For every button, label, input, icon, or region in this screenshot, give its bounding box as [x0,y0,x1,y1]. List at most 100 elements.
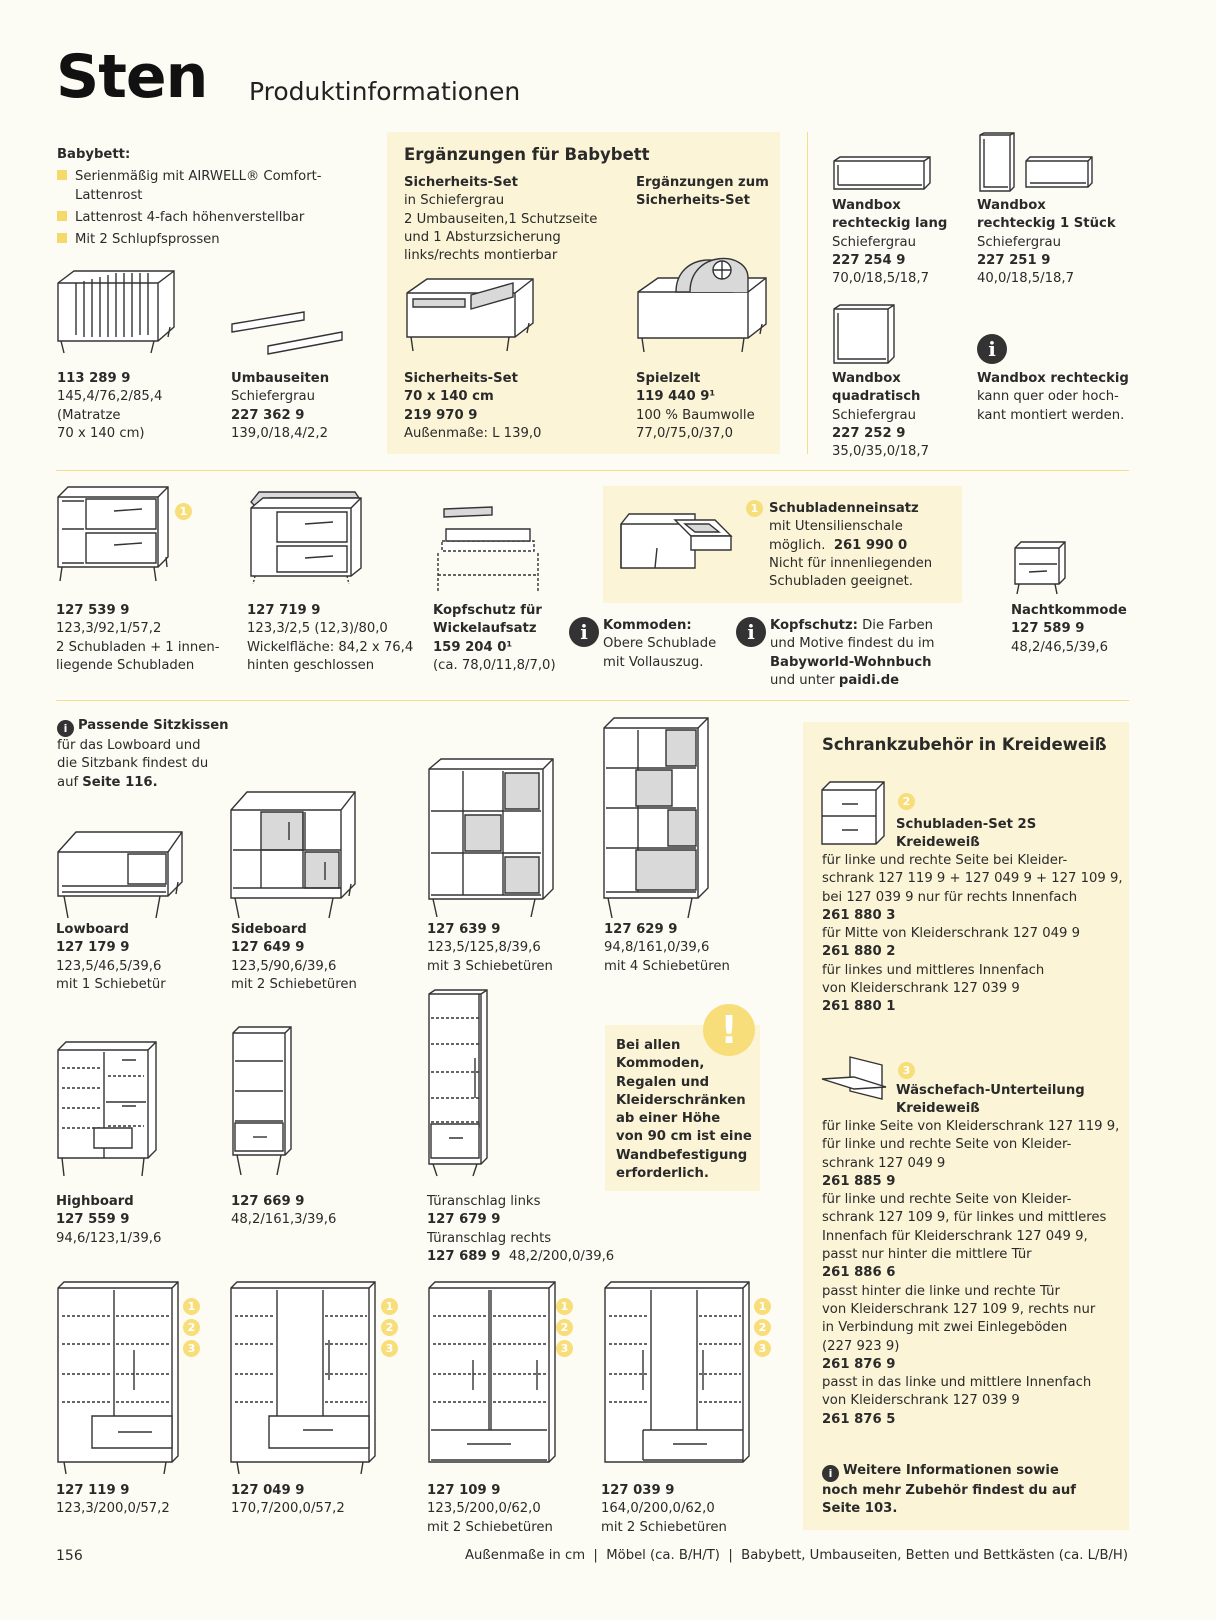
info-icon: i [57,720,74,737]
wandbox-note: Wandbox rechteckig kann quer oder hoch- … [977,371,1129,423]
bullet-icon [57,233,67,244]
regal-3-info: 127 639 9 123,5/125,8/39,6 mit 3 Schiebe… [427,922,553,974]
crib-info: 113 289 9 145,4/76,2/85,4 (Matratze 70 x… [57,371,163,441]
schiebetuerenschrank-3-info: 127 039 9 164,0/200,0/62,0 mit 2 Schiebe… [601,1483,727,1535]
accessory-number-1: 1 [754,1298,771,1315]
kopfschutz-info: Kopfschutz für Wickelaufsatz 159 204 0¹ … [433,603,556,673]
lowboard-illustration [57,831,183,919]
warning-icon: ! [703,1004,755,1056]
detail-line: für linkes und mittleres Innenfach [822,962,1045,978]
wandbox-square-illustration [833,304,895,364]
article-number: 261 886 6 [822,1265,896,1281]
kopfschutz-note: Kopfschutz: Die Farben und Motive findes… [770,618,935,688]
accessory-number-1: 1 [746,500,763,517]
page-title: Sten [56,42,208,112]
info-icon: i [736,617,766,647]
nachtkommode-illustration [1014,541,1066,595]
article-number: 261 880 1 [822,999,896,1015]
accessory-number-2: 2 [754,1319,771,1336]
bullet-icon [57,210,67,221]
kleiderschrank-2-illustration [57,1281,179,1475]
accessory-number-1: 1 [183,1298,200,1315]
kleiderschrank-2-info: 127 119 9 123,3/200,0/57,2 [56,1483,170,1517]
nachtkommode-info: Nachtkommode 127 589 9 48,2/46,5/39,6 [1011,603,1127,655]
regal-hoch-illustration [428,989,488,1177]
highboard-info: Highboard 127 559 9 94,6/123,1/39,6 [56,1194,162,1246]
page-reference-link[interactable]: Seite 103. [822,1501,898,1517]
wickelkommode-illustration [250,491,362,585]
regal-4-info: 127 629 9 94,8/161,0/39,6 mit 4 Schiebet… [604,922,730,974]
sicherheits-set-illustration [406,278,534,352]
detail-line: schrank 127 109 9, für linkes und mittle… [822,1210,1107,1226]
kleiderschrank-3-info: 127 049 9 170,7/200,0/57,2 [231,1483,345,1517]
schiebetuerenschrank-3-illustration [604,1281,750,1463]
detail-line: schrank 127 049 9 [822,1155,946,1171]
highboard-illustration [57,1041,157,1177]
schubladeneinsatz-info: Schubladenneinsatz mit Utensilienschale … [769,501,933,590]
paidi-link[interactable]: paidi.de [838,672,900,688]
accessory-number-3: 3 [183,1340,200,1357]
spielzelt-info: Spielzelt 119 440 9¹ 100 % Baumwolle 77,… [636,371,755,441]
schrankzubehoer-title: Schrankzubehör in Kreideweiß [822,735,1107,754]
umbauseiten-illustration [231,311,343,355]
schiebetuerenschrank-2-info: 127 109 9 123,5/200,0/62,0 mit 2 Schiebe… [427,1483,553,1535]
schiebetuerenschrank-2-illustration [428,1281,556,1463]
article-number: 261 880 2 [822,944,896,960]
article-number: 261 876 5 [822,1411,896,1427]
page-subtitle: Produktinformationen [249,77,521,106]
detail-line: für linke und rechte Seite von Kleider- [822,1192,1072,1208]
waeschefach-heading: Wäschefach-Unterteilung Kreideweiß [896,1083,1085,1117]
page-number: 156 [56,1548,83,1564]
detail-line: für linke und rechte Seite bei Kleider- [822,853,1068,868]
waeschefach-details: für linke Seite von Kleiderschrank 127 1… [822,1118,1119,1429]
detail-line: für linke und rechte Seite von Kleider- [822,1137,1072,1153]
detail-line: (227 923 9) [822,1338,900,1354]
sideboard-illustration [230,791,356,919]
detail-line: für linke Seite von Kleiderschrank 127 1… [822,1119,1120,1134]
detail-line: passt nur hinter die mittlere Tür [822,1247,1032,1263]
accessory-number-1: 1 [175,503,192,520]
section-divider [56,470,1129,471]
regal-schmal-info: 127 669 9 48,2/161,3/39,6 [231,1194,337,1228]
accessory-number-2: 2 [898,793,915,810]
accessory-number-2: 2 [556,1319,573,1336]
waeschefach-illustration [821,1056,887,1100]
schrankzubehoer-panel [803,722,1129,1530]
regal-4-illustration [603,717,709,919]
detail-line: für Mitte von Kleiderschrank 127 049 9 [822,926,1081,942]
detail-line: passt in das linke und mittlere Innenfac… [822,1375,1092,1391]
babybett-heading: Babybett: [57,147,131,162]
article-number: 261 876 9 [822,1356,896,1372]
detail-line: von Kleiderschrank 127 039 9 [822,981,1020,997]
accessory-number-1: 1 [556,1298,573,1315]
detail-line: bei 127 039 9 nur für rechts Innenfach [822,889,1078,905]
kommode-illustration [57,486,169,582]
info-icon: i [569,617,599,647]
kommode-info: 127 539 9 123,3/92,1/57,2 2 Schubladen +… [56,603,220,673]
detail-line: von Kleiderschrank 127 109 9, rechts nur [822,1301,1096,1317]
schubladen-set-details: für linke und rechte Seite bei Kleider-s… [822,852,1123,1017]
detail-line: in Verbindung mit zwei Einlegeböden [822,1320,1068,1336]
column-divider [807,132,808,454]
sideboard-info: Sideboard 127 649 9 123,5/90,6/39,6 mit … [231,922,357,992]
detail-line: Innenfach für Kleiderschrank 127 049 9, [822,1228,1088,1244]
babybett-feature: Mit 2 Schlupfsprossen [57,231,322,249]
schubladen-set-heading: Schubladen-Set 2S Kreideweiß [896,817,1037,851]
schubladeneinsatz-illustration [620,513,733,569]
bullet-icon [57,170,67,181]
wandbox-single-illustration [979,132,1093,192]
section-divider [56,700,1129,701]
accessory-number-3: 3 [754,1340,771,1357]
wandbox-long-info: Wandbox rechteckig lang Schiefergrau 227… [832,198,948,287]
accessory-number-2: 2 [381,1319,398,1336]
article-number: 261 880 3 [822,907,896,923]
wall-mount-warning: Bei allen Kommoden, Regalen und Kleiders… [616,1038,752,1182]
spielzelt-illustration [637,257,767,353]
article-number: 261 885 9 [822,1173,896,1189]
info-icon: i [822,1465,839,1482]
sicherheits-set-addon-heading: Ergänzungen zum Sicherheits-Set [636,175,769,209]
crib-illustration [57,270,175,354]
babybett-features: Babybett: Serienmäßig mit AIRWELL® Comfo… [57,146,322,249]
